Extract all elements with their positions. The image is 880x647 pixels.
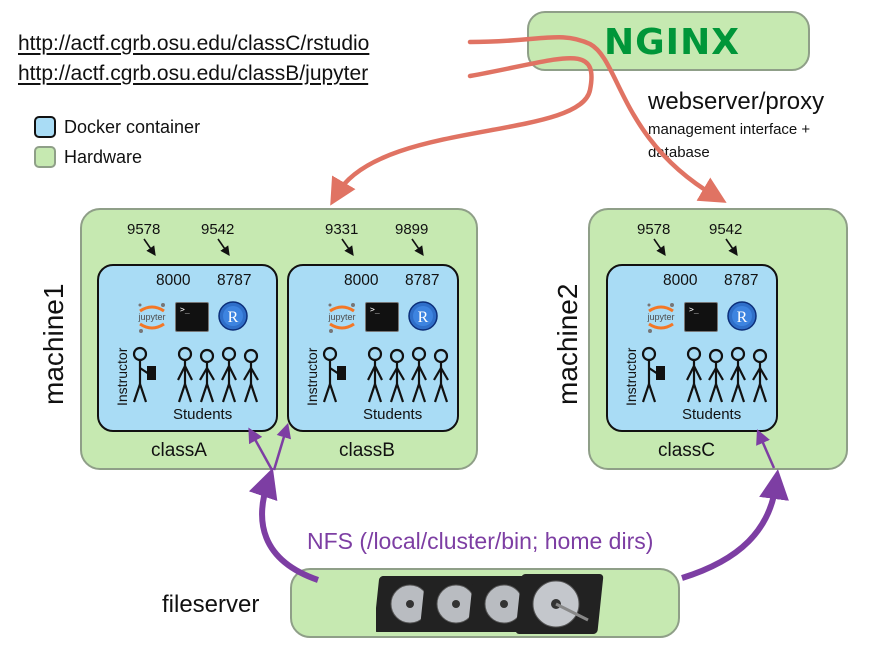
jupyter-icon-label: jupyter xyxy=(137,312,165,322)
classB-host-port-rstudio: 9899 xyxy=(395,221,429,238)
management-interface-label: management interface + xyxy=(648,121,811,138)
nfs-label: NFS (/local/cluster/bin; home dirs) xyxy=(307,528,654,554)
jupyter-icon: jupyter xyxy=(137,303,166,333)
terminal-icon: >_ xyxy=(365,302,399,332)
jupyter-icon: jupyter xyxy=(327,303,356,333)
webserver-proxy-title: webserver/proxy xyxy=(648,88,825,115)
students-figures-icon xyxy=(177,346,259,403)
legend-hardware-label: Hardware xyxy=(64,147,143,167)
legend-docker-label: Docker container xyxy=(64,117,201,137)
classB-container: 8000 8787 jupyter >_ R Instructor Studen… xyxy=(287,264,459,432)
classA-internal-port-rstudio: 8787 xyxy=(217,272,252,289)
port-forward-arrows xyxy=(143,238,738,256)
classA-host-port-rstudio: 9542 xyxy=(201,221,235,238)
terminal-glyph: >_ xyxy=(689,305,699,314)
legend-docker-swatch xyxy=(34,116,56,138)
classC-students-label: Students xyxy=(682,406,742,423)
legend-hardware-swatch xyxy=(34,146,56,168)
jupyter-icon-label: jupyter xyxy=(646,312,674,322)
r-logo-label: R xyxy=(418,309,429,326)
classC-host-port-rstudio: 9542 xyxy=(709,221,743,238)
nfs-arrow-machine1 xyxy=(248,467,319,583)
students-figures-icon xyxy=(367,346,449,403)
url-jupyter-link[interactable]: http://actf.cgrb.osu.edu/classB/jupyter xyxy=(18,62,369,85)
classA-container: 8000 8787 jupyter >_ R Instructor Studen… xyxy=(97,264,278,432)
nfs-arrow-machine2 xyxy=(681,469,789,581)
url-rstudio-link[interactable]: http://actf.cgrb.osu.edu/classC/rstudio xyxy=(18,32,370,55)
classA-internal-port-jupyter: 8000 xyxy=(156,272,191,289)
jupyter-icon-label: jupyter xyxy=(327,312,355,322)
classB-internal-port-jupyter: 8000 xyxy=(344,272,379,289)
hard-drives-icon xyxy=(376,574,604,634)
classC-internal-port-jupyter: 8000 xyxy=(663,272,698,289)
nfs-arrow-classC xyxy=(756,429,776,469)
proxy-arrow-classB xyxy=(330,56,594,206)
instructor-figure-icon xyxy=(132,346,156,403)
r-logo-icon: R xyxy=(727,301,757,331)
classC-host-port-jupyter: 9578 xyxy=(637,221,671,238)
r-logo-icon: R xyxy=(408,301,438,331)
classB-label: classB xyxy=(339,440,395,461)
students-figures-icon xyxy=(686,346,768,403)
classA-label: classA xyxy=(151,440,207,461)
r-logo-label: R xyxy=(228,309,239,326)
classA-students-label: Students xyxy=(173,406,233,423)
proxy-arrow-classC xyxy=(467,35,727,203)
classC-label: classC xyxy=(658,440,716,461)
nginx-logo: NGINX xyxy=(604,22,740,63)
terminal-glyph: >_ xyxy=(370,305,380,314)
classA-host-port-jupyter: 9578 xyxy=(127,221,161,238)
terminal-icon: >_ xyxy=(175,302,209,332)
r-logo-label: R xyxy=(737,309,748,326)
jupyter-icon: jupyter xyxy=(646,303,675,333)
nfs-arrow-classB xyxy=(272,422,292,471)
terminal-icon: >_ xyxy=(684,302,718,332)
fileserver-label: fileserver xyxy=(162,591,260,618)
r-logo-icon: R xyxy=(218,301,248,331)
classC-container: 8000 8787 jupyter >_ R Instructor Studen… xyxy=(606,264,778,432)
terminal-glyph: >_ xyxy=(180,305,190,314)
classC-internal-port-rstudio: 8787 xyxy=(724,272,759,289)
instructor-figure-icon xyxy=(641,346,665,403)
instructor-figure-icon xyxy=(322,346,346,403)
classB-internal-port-rstudio: 8787 xyxy=(405,272,440,289)
nfs-arrow-classA xyxy=(248,427,274,471)
classB-students-label: Students xyxy=(363,406,423,423)
classB-host-port-jupyter: 9331 xyxy=(325,221,359,238)
